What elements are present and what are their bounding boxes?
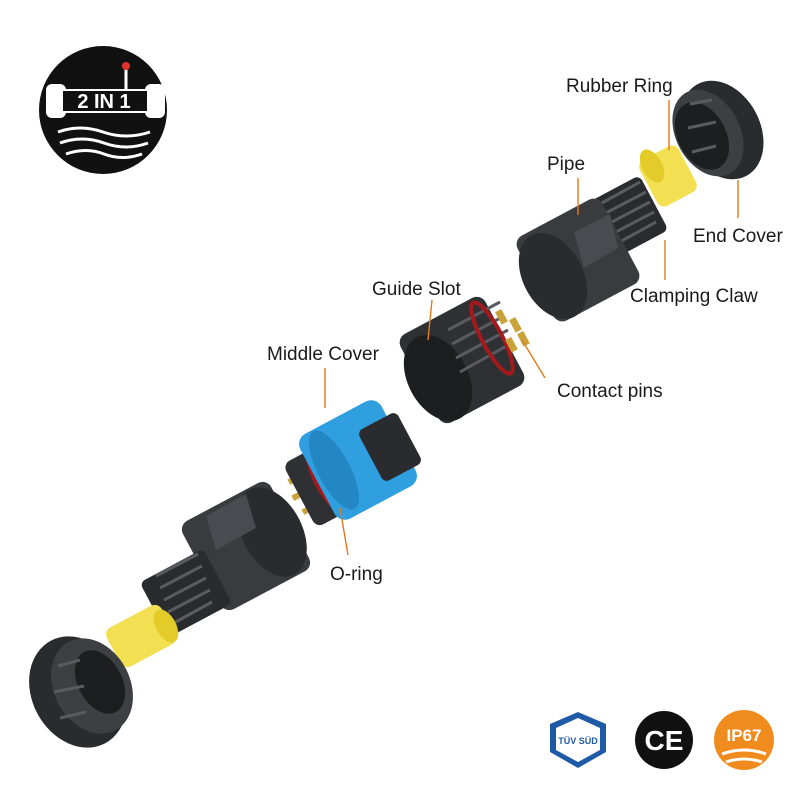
tuv-sud-badge-text: TÜV SÜD bbox=[558, 736, 598, 746]
leader-lines bbox=[324, 100, 739, 556]
ip67-badge-text: IP67 bbox=[727, 726, 762, 745]
end-cover-left bbox=[29, 636, 133, 748]
ce-badge-text: CE bbox=[645, 725, 684, 756]
label-contact-pins: Contact pins bbox=[557, 381, 663, 402]
label-end-cover: End Cover bbox=[693, 226, 783, 247]
brand-logo: 2 IN 1 bbox=[39, 46, 167, 174]
rubber-ring-right bbox=[639, 145, 697, 207]
contact-pins-socket bbox=[495, 308, 530, 353]
logo-text: 2 IN 1 bbox=[77, 91, 130, 113]
label-clamping-claw: Clamping Claw bbox=[630, 286, 758, 307]
label-middle-cover: Middle Cover bbox=[267, 344, 380, 365]
tuv-sud-badge: TÜV SÜD bbox=[550, 712, 606, 768]
end-cover-right bbox=[672, 80, 764, 180]
label-o-ring: O-ring bbox=[330, 564, 383, 585]
ip67-badge: IP67 bbox=[714, 710, 774, 770]
pipe-right bbox=[516, 198, 640, 322]
label-rubber-ring: Rubber Ring bbox=[566, 76, 673, 97]
plug-body bbox=[285, 400, 421, 526]
rubber-ring-left bbox=[106, 604, 179, 668]
ce-badge: CE bbox=[635, 711, 693, 769]
label-pipe: Pipe bbox=[547, 154, 585, 175]
label-guide-slot: Guide Slot bbox=[372, 279, 461, 300]
socket-body bbox=[399, 296, 530, 424]
